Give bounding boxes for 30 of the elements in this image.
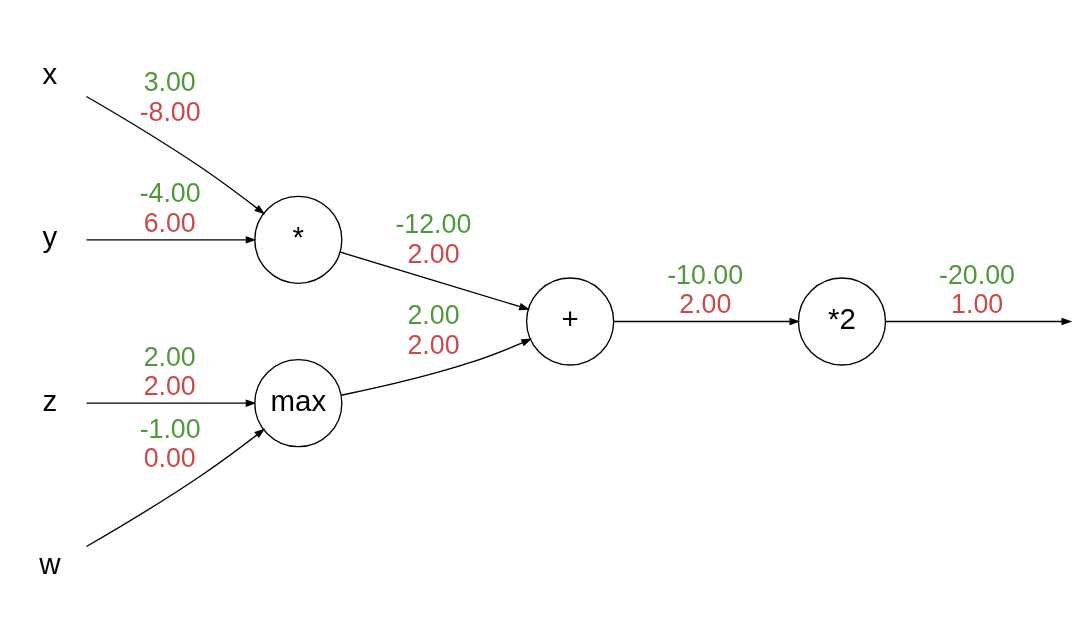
arrow <box>339 251 530 311</box>
node-text: y <box>42 220 58 254</box>
arrow <box>85 236 257 244</box>
label: -8.00 <box>139 96 201 127</box>
arrow <box>613 317 801 326</box>
node-circle: *2 <box>797 277 887 366</box>
label: 0.00 <box>143 443 196 474</box>
label: 2.00 <box>143 371 196 402</box>
node-text: z <box>42 383 58 417</box>
edge-label: -4.00 <box>139 178 201 209</box>
label: 1.00 <box>951 289 1004 320</box>
arrow <box>340 338 533 396</box>
edge-label: -10.00 <box>667 260 744 291</box>
arrow <box>85 428 266 548</box>
arrow <box>885 317 1073 326</box>
edge-label: 3.00 <box>143 67 196 98</box>
label: 2.00 <box>407 329 460 360</box>
edge-label: 2.00 <box>407 300 460 331</box>
arrow <box>85 399 257 407</box>
edge-label: -1.00 <box>139 414 201 444</box>
node-circle: + <box>525 277 615 366</box>
node-text: w <box>39 547 61 581</box>
edge-label: -12.00 <box>395 209 472 240</box>
arrow <box>85 95 266 215</box>
edge-label: -20.00 <box>939 260 1015 291</box>
label: 2.00 <box>407 238 460 269</box>
label: 6.00 <box>143 207 196 238</box>
node-text: x <box>42 56 58 90</box>
label: 2.00 <box>679 289 732 320</box>
edge-label: 2.00 <box>143 341 196 372</box>
